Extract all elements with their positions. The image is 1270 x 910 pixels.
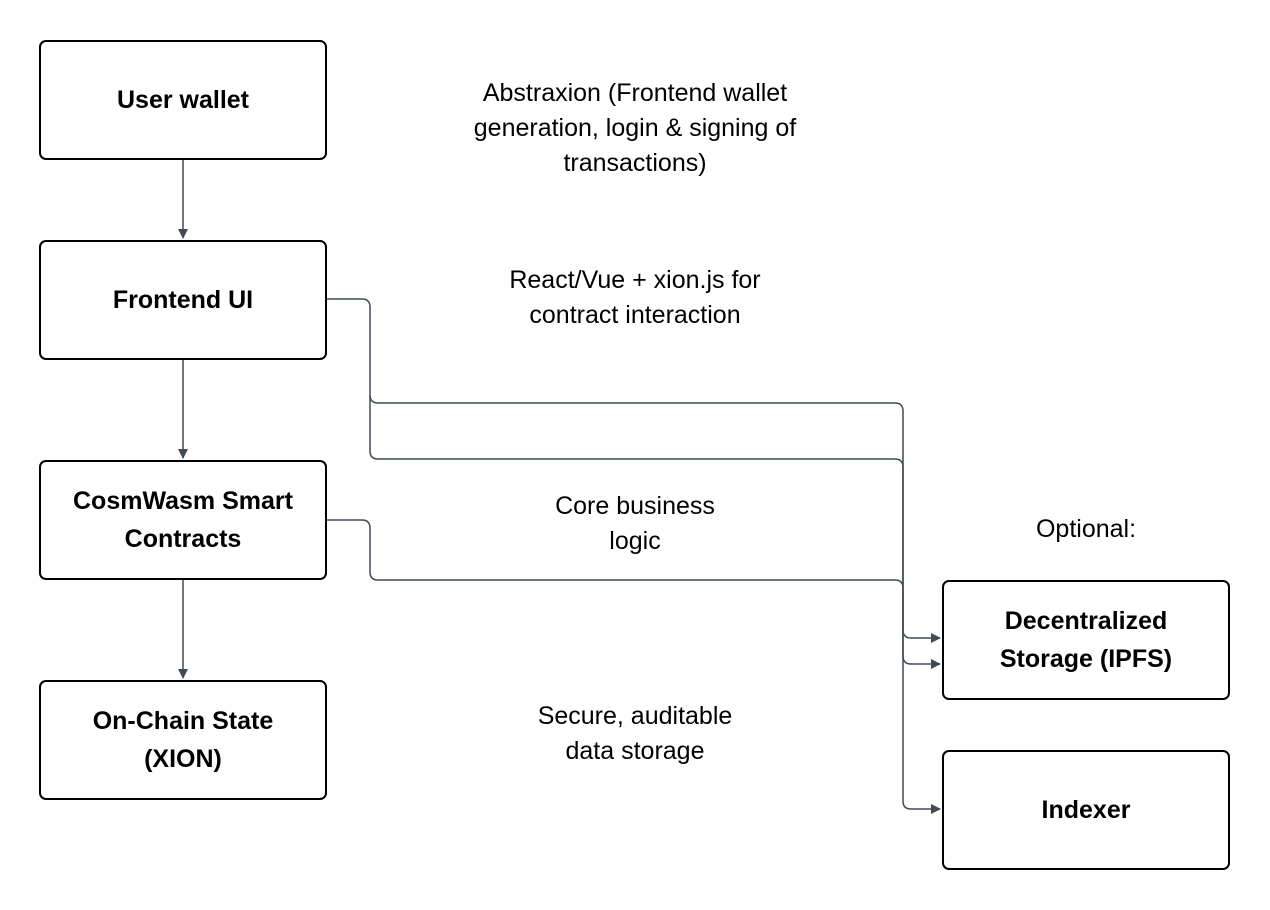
frontend-stack-note: React/Vue + xion.js for contract interac… [509, 266, 761, 329]
abstraxion-note: Abstraxion (Frontend wallet generation, … [473, 79, 797, 177]
indexer-label: Indexer [1041, 796, 1131, 824]
optional-note: Optional: [1035, 515, 1137, 543]
on-chain-state-label: On-Chain State (XION) [92, 707, 274, 773]
user-wallet-label: User wallet [116, 86, 249, 114]
smart-contracts-label: CosmWasm Smart Contracts [73, 487, 293, 553]
decentralized-storage-label: Decentralized Storage (IPFS) [999, 607, 1173, 673]
arrow-contracts-to-storage [327, 519, 941, 669]
frontend-ui-label: Frontend UI [112, 286, 254, 314]
decentralized-storage-box: Decentralized Storage (IPFS) [942, 580, 1230, 700]
user-wallet-box: User wallet [39, 40, 327, 160]
on-chain-state-box: On-Chain State (XION) [39, 680, 327, 800]
on-chain-storage-note: Secure, auditable data storage [537, 702, 733, 765]
core-logic-note: Core business logic [555, 492, 715, 555]
smart-contracts-box: CosmWasm Smart Contracts [39, 460, 327, 580]
indexer-box: Indexer [942, 750, 1230, 870]
arrow-frontend-to-storage [327, 298, 941, 643]
frontend-ui-box: Frontend UI [39, 240, 327, 360]
arrow-frontend-to-indexer [369, 395, 941, 814]
